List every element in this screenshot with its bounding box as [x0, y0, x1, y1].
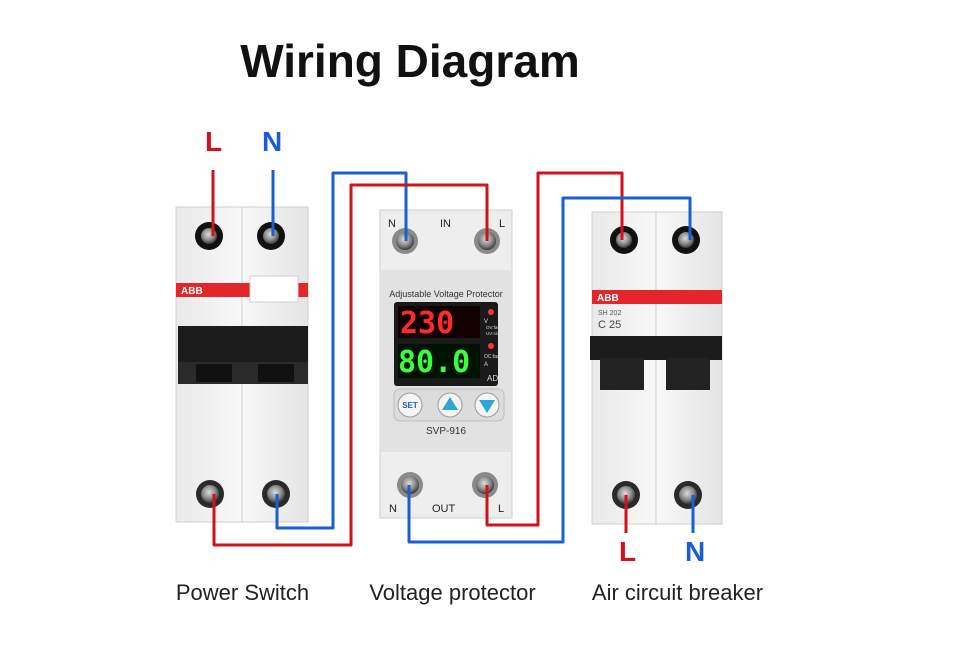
set-button-label: SET [402, 401, 418, 410]
top-neutral-label: N [262, 126, 283, 157]
protector-terminal-n-top: N [388, 218, 396, 230]
wire-protector-out-n-to-breaker-n [407, 196, 692, 544]
up-arrow-icon [442, 397, 458, 410]
protector-terminal-in: IN [440, 218, 451, 230]
air-breaker-model-line-1: SH 202 [598, 310, 621, 317]
protector-terminal-out: OUT [432, 503, 456, 515]
protector-terminal-n-bottom: N [389, 503, 397, 515]
diagram-title: Wiring Diagram [240, 35, 580, 87]
power-switch-caption: Power Switch [175, 580, 310, 605]
wire-protector-out-l-to-breaker-l [485, 171, 624, 527]
voltage-protector-caption: Voltage protector [369, 580, 536, 605]
wire-switch-l-to-protector-in-l [212, 183, 489, 547]
protector-terminal-l-bottom: L [498, 503, 504, 515]
set-button[interactable] [397, 392, 423, 418]
power-switch-brand: ABB [181, 286, 203, 297]
air-breaker-brand: ABB [597, 293, 619, 304]
protector-header: Adjustable Voltage Protector [389, 289, 503, 299]
voltage-protector-device: N IN L Adjustable Voltage Protector 230 … [379, 209, 513, 519]
current-unit: A [484, 362, 488, 368]
voltage-display: 230 [400, 306, 454, 341]
current-note: OC:fast [484, 354, 502, 360]
bottom-live-label: L [619, 536, 637, 567]
protector-terminal-l-top: L [499, 218, 505, 230]
power-switch-device: ABB [175, 206, 309, 523]
voltage-unit: V [484, 319, 488, 325]
bottom-neutral-label: N [685, 536, 706, 567]
protector-model: SVP-916 [426, 426, 466, 437]
current-display: 80.0 [398, 345, 470, 380]
air-breaker-red-band [592, 290, 722, 304]
adj-label: ADJ [487, 374, 502, 383]
top-live-label: L [205, 126, 223, 157]
air-breaker-model-line-2: C 25 [598, 319, 621, 331]
power-switch-toggle-bar [178, 326, 308, 362]
air-breaker-device: ABB SH 202 C 25 [590, 211, 723, 525]
down-arrow-icon [479, 400, 495, 413]
air-breaker-caption: Air circuit breaker [591, 580, 764, 605]
voltage-note-1: OV:fast [486, 325, 502, 330]
voltage-note-2: UV:slow [486, 331, 503, 336]
air-breaker-toggle-bar [590, 336, 722, 360]
